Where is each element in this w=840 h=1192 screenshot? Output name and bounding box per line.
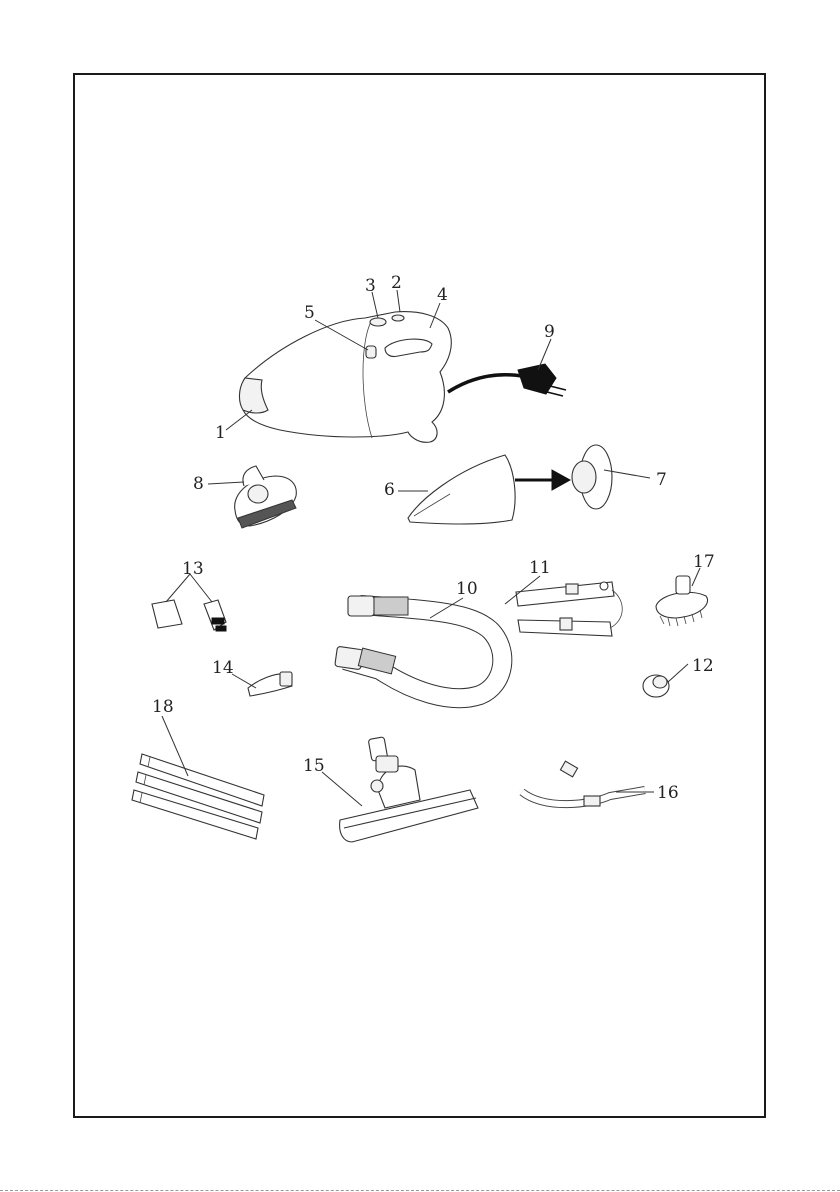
part-label-3: 3 xyxy=(365,276,376,296)
part-label-9: 9 xyxy=(544,322,555,342)
handheld-vacuum-illustration xyxy=(239,312,566,443)
part-label-16: 16 xyxy=(657,783,679,803)
part-label-17: 17 xyxy=(693,552,715,572)
page-edge-dashes xyxy=(0,1190,840,1191)
part-label-15: 15 xyxy=(303,756,325,776)
part-label-4: 4 xyxy=(437,285,448,305)
extension-tubes-illustration xyxy=(132,754,264,839)
part-label-6: 6 xyxy=(384,480,395,500)
part-label-13: 13 xyxy=(182,559,204,579)
long-hose-illustration xyxy=(513,744,645,806)
part-label-11: 11 xyxy=(529,558,551,578)
part-label-8: 8 xyxy=(193,474,204,494)
crevice-nozzle-illustration xyxy=(248,672,292,696)
bowl-and-filter-illustration xyxy=(408,445,612,524)
part-label-18: 18 xyxy=(152,697,174,717)
part-label-2: 2 xyxy=(391,273,402,293)
shoulder-strap-illustration xyxy=(516,582,622,636)
floor-brush-illustration xyxy=(340,737,478,842)
part-label-14: 14 xyxy=(212,658,234,678)
inflation-nozzles-illustration xyxy=(152,600,226,631)
part-label-12: 12 xyxy=(692,656,714,676)
flexible-hose-illustration xyxy=(335,596,503,698)
small-brush-illustration xyxy=(656,576,708,626)
part-label-1: 1 xyxy=(215,423,226,443)
brush-attachment-illustration xyxy=(235,466,297,528)
part-label-7: 7 xyxy=(656,470,667,490)
part-label-5: 5 xyxy=(304,303,315,323)
part-label-10: 10 xyxy=(456,579,478,599)
adapter-illustration xyxy=(643,675,669,697)
